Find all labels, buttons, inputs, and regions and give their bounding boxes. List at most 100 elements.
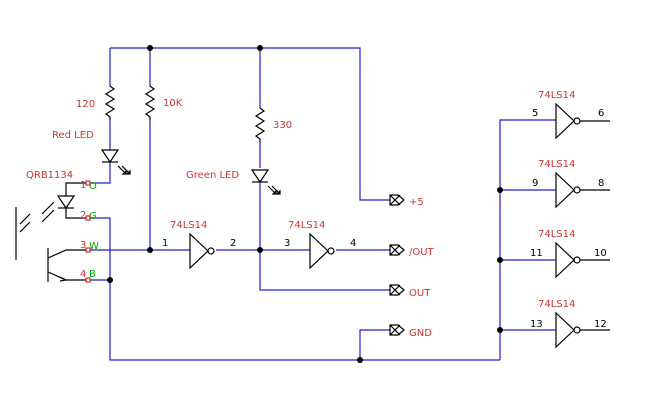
gate-2: 74LS14 3 4 xyxy=(284,220,356,270)
wires xyxy=(88,47,556,361)
junction-dot xyxy=(257,247,263,253)
connector-label: GND xyxy=(409,328,432,339)
gate-6: 74LS14 13 12 xyxy=(530,299,610,349)
led-triangle xyxy=(100,149,120,164)
sensor-pin-name: O xyxy=(89,181,97,192)
gate-triangle xyxy=(555,311,575,349)
gate-part-label: 74LS14 xyxy=(538,90,575,101)
gate-part-label: 74LS14 xyxy=(170,220,207,231)
sensor-qrb1134: QRB1134 1 O 2 G 3 W 4 B xyxy=(15,170,99,283)
led-red: Red LED xyxy=(52,130,131,175)
junction-dot xyxy=(147,247,153,253)
gate-triangle xyxy=(555,102,575,140)
gate-bubble xyxy=(573,186,581,194)
resistor-r3: 330 xyxy=(254,107,292,142)
resistor-r2-value: 10K xyxy=(163,98,183,109)
connector-plus5: +5 xyxy=(389,194,424,208)
gate-5: 74LS14 11 10 xyxy=(530,229,610,279)
wire-ground xyxy=(88,217,500,361)
resistor-zigzag xyxy=(104,85,116,120)
gate-bubble xyxy=(573,326,581,334)
gate-input-pin: 1 xyxy=(162,238,168,249)
junction-dot xyxy=(497,327,503,333)
transistor-emitter-arrow xyxy=(59,276,68,282)
connector-label: +5 xyxy=(409,197,424,208)
sensor-pin-pad xyxy=(85,277,91,283)
sensor-emitter-diode xyxy=(56,195,76,210)
led-arrow-heads xyxy=(121,169,131,175)
connector-symbol xyxy=(389,324,405,336)
sensor-emission-arrows xyxy=(41,201,55,223)
sensor-pin-number: 3 xyxy=(80,240,86,251)
led-triangle xyxy=(250,169,270,184)
gate-output-pin: 12 xyxy=(594,319,607,330)
junction-dot xyxy=(107,277,113,283)
gate-output-pin: 4 xyxy=(350,238,356,249)
junction-dot xyxy=(497,257,503,263)
gate-bubble xyxy=(327,247,335,255)
resistor-zigzag xyxy=(144,85,156,120)
gate-input-pin: 5 xyxy=(532,108,538,119)
wire-right-bus xyxy=(499,119,556,360)
wire-greenled-out xyxy=(259,182,390,291)
wire-gnd-connector xyxy=(359,329,390,360)
gate-output-pin: 8 xyxy=(598,178,604,189)
sensor-pin-name: W xyxy=(89,241,99,252)
junction-dot xyxy=(497,187,503,193)
led-arrow-heads xyxy=(271,189,281,195)
gate-output-pin: 6 xyxy=(598,108,604,119)
resistor-r1-value: 120 xyxy=(76,99,95,110)
sensor-pin-number: 4 xyxy=(80,269,86,280)
led-green: Green LED xyxy=(186,169,281,195)
gate-output-pin: 10 xyxy=(594,248,607,259)
sensor-pin-number: 1 xyxy=(80,180,86,191)
connector-out: OUT xyxy=(389,284,431,299)
gate-part-label: 74LS14 xyxy=(538,299,575,310)
sensor-pin-pad xyxy=(85,215,91,221)
wire-vcc-rail xyxy=(110,47,390,201)
sensor-emitter-lead-bottom xyxy=(65,208,88,219)
gate-3: 74LS14 5 6 xyxy=(532,90,610,140)
gate-1: 74LS14 1 2 xyxy=(162,220,236,270)
gate-input-pin: 9 xyxy=(532,178,538,189)
connector-symbol xyxy=(389,244,405,256)
gate-part-label: 74LS14 xyxy=(538,159,575,170)
connector-label: OUT xyxy=(409,288,431,299)
sensor-pin-name: G xyxy=(89,211,97,222)
gate-triangle xyxy=(189,232,209,270)
gate-4: 74LS14 9 8 xyxy=(532,159,610,209)
resistor-zigzag xyxy=(254,107,266,142)
sensor-pin-pad xyxy=(85,180,91,186)
sensor-part-label: QRB1134 xyxy=(26,170,73,181)
gate-input-pin: 3 xyxy=(284,238,290,249)
connector-label: /OUT xyxy=(409,247,435,258)
gate-input-pin: 11 xyxy=(530,248,543,259)
resistor-r1: 120 xyxy=(76,85,116,120)
resistor-r2: 10K xyxy=(144,85,183,120)
wire-redled-pin1 xyxy=(88,162,111,184)
junction-dot xyxy=(257,45,263,51)
resistor-r3-value: 330 xyxy=(273,120,292,131)
gate-triangle xyxy=(555,171,575,209)
junction-dot xyxy=(147,45,153,51)
junctions xyxy=(107,45,503,363)
connector-gnd: GND xyxy=(389,324,432,339)
connector-nout: /OUT xyxy=(389,244,435,258)
gate-triangle xyxy=(309,232,329,270)
gate-output-pin: 2 xyxy=(230,238,236,249)
junction-dot xyxy=(357,357,363,363)
sensor-pin-number: 2 xyxy=(80,210,86,221)
gate-bubble xyxy=(573,117,581,125)
gate-triangle xyxy=(555,241,575,279)
sensor-receive-arrows xyxy=(19,213,31,233)
gate-part-label: 74LS14 xyxy=(538,229,575,240)
gate-input-pin: 13 xyxy=(530,319,543,330)
sensor-pin-pad xyxy=(85,247,91,253)
sensor-emitter-lead-top xyxy=(65,182,88,196)
sensor-pin-name: B xyxy=(89,269,96,280)
transistor-collector xyxy=(47,249,88,259)
connector-symbol xyxy=(389,284,405,296)
led-green-label: Green LED xyxy=(186,170,239,181)
gate-bubble xyxy=(207,247,215,255)
